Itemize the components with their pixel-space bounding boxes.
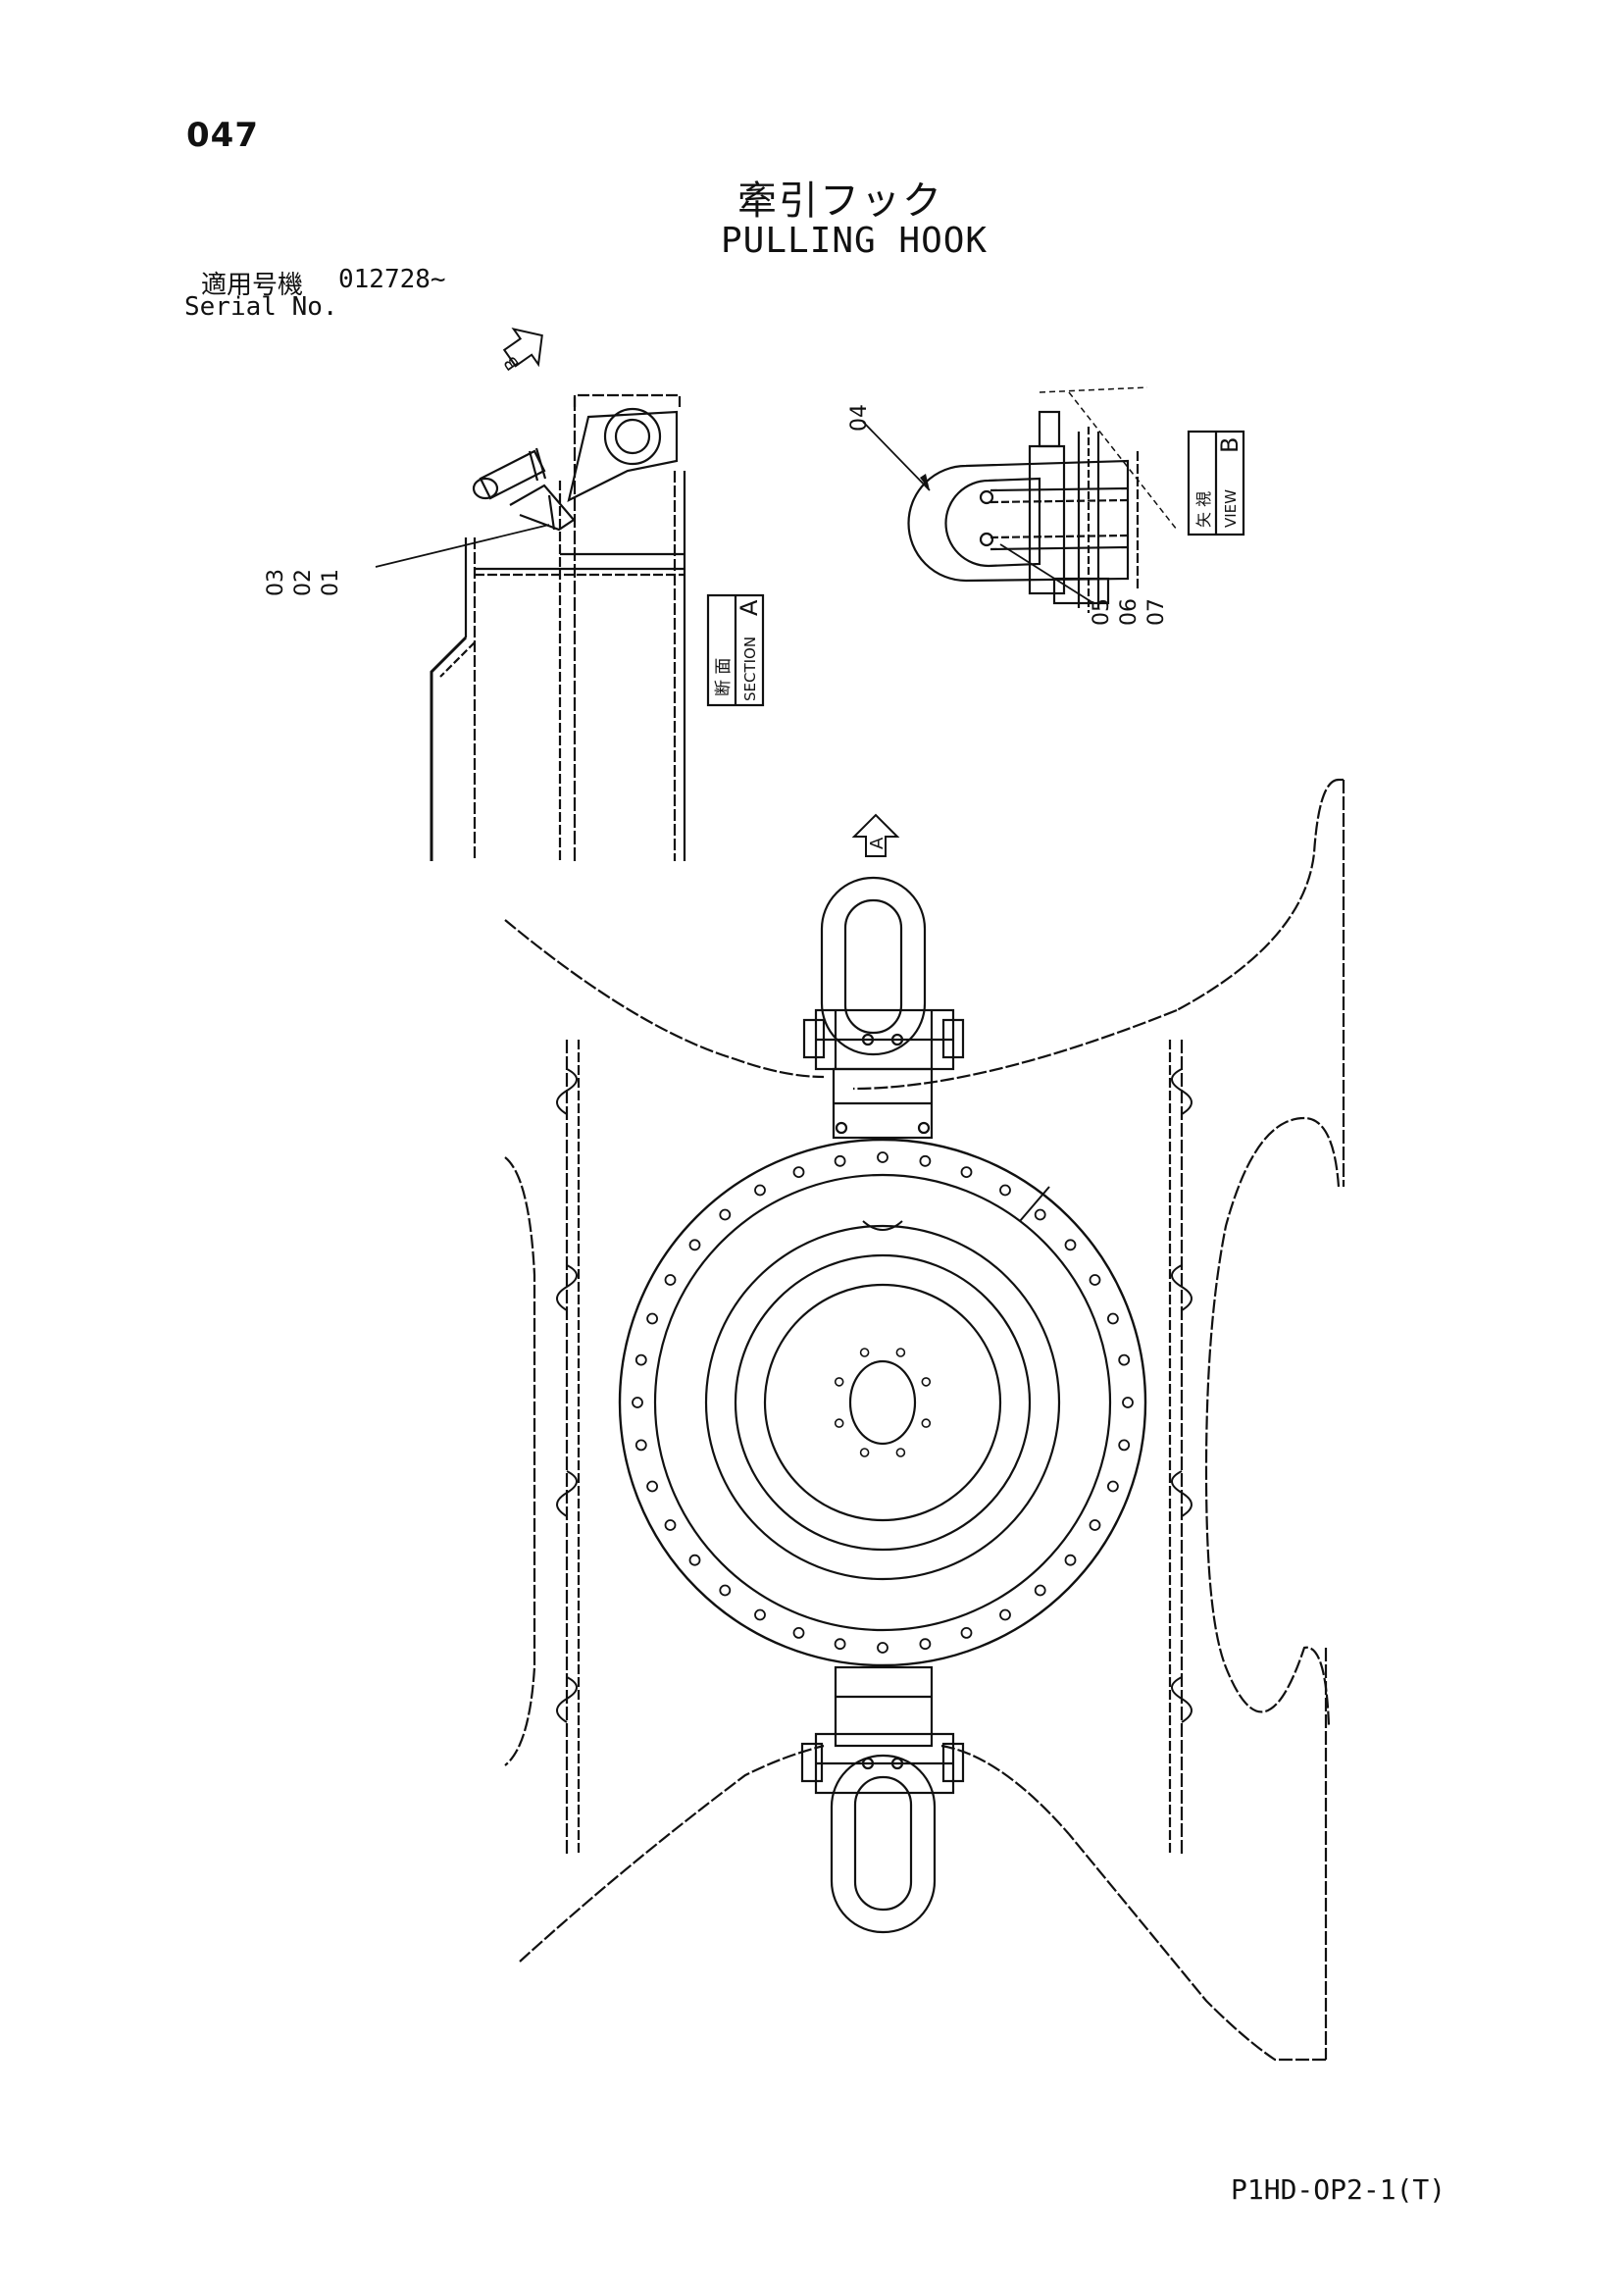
bolt-hole: [1034, 1208, 1046, 1221]
view-b-detail: [862, 386, 1245, 613]
callout-04: 04: [847, 404, 872, 432]
bolt-hole: [1122, 1397, 1134, 1408]
section-a-arrow-letter: A: [867, 837, 888, 849]
bolt-hole: [664, 1274, 677, 1286]
bolt-hole: [1118, 1439, 1131, 1452]
center-bolt-holes: [834, 1348, 932, 1457]
bolt-hole: [1034, 1584, 1046, 1597]
bolt-hole: [1064, 1554, 1077, 1566]
bolt-hole: [754, 1184, 766, 1197]
view-box-label-jp: 矢 視: [1194, 491, 1213, 528]
view-box-label-en: VIEW: [1222, 489, 1240, 528]
callout-01: 01: [319, 569, 343, 596]
bolt-hole: [999, 1184, 1011, 1197]
bolt-hole: [646, 1312, 658, 1325]
callout-02: 02: [291, 569, 316, 596]
bolt-hole: [646, 1480, 658, 1493]
center-hole: [834, 1418, 844, 1428]
callout-03: 03: [264, 569, 288, 596]
main-plan-view: [504, 778, 1345, 2062]
callout-05: 05: [1090, 598, 1114, 626]
serial-label-japanese: 適用号機: [201, 271, 304, 300]
bolt-hole: [1089, 1274, 1101, 1286]
bolt-hole: [999, 1608, 1011, 1621]
bolt-hole: [834, 1638, 846, 1651]
bolt-hole: [688, 1554, 701, 1566]
title-english: PULLING HOOK: [721, 221, 989, 261]
bolt-hole: [1107, 1480, 1119, 1493]
callout-07: 07: [1144, 598, 1169, 626]
view-b-arrow: [502, 327, 543, 368]
view-b-arrow-letter: B: [500, 352, 524, 374]
bolt-hole: [632, 1397, 643, 1408]
bolt-hole: [960, 1627, 973, 1639]
section-box-label-jp: 断 面: [714, 658, 734, 696]
bolt-hole: [719, 1208, 732, 1221]
page-number: 047: [186, 116, 259, 155]
bolt-hole: [634, 1353, 647, 1366]
bolt-hole: [719, 1584, 732, 1597]
bolt-hole: [688, 1239, 701, 1251]
section-box-label-en: SECTION: [741, 637, 759, 701]
bolt-hole: [1107, 1312, 1119, 1325]
bolt-hole: [960, 1166, 973, 1178]
section-box-letter: A: [736, 599, 763, 616]
section-a-detail: [375, 393, 765, 861]
center-hole: [834, 1377, 844, 1387]
center-hole: [921, 1377, 932, 1387]
title-japanese: 牽引フック: [737, 179, 943, 224]
bolt-hole: [919, 1638, 932, 1651]
serial-value: 012728~: [338, 265, 446, 294]
footer-drawing-code: P1HD-OP2-1(T): [1231, 2173, 1446, 2206]
bolt-hole: [792, 1166, 805, 1178]
center-hole: [895, 1348, 906, 1357]
bolt-hole: [1064, 1239, 1077, 1251]
center-hole: [859, 1448, 870, 1457]
bolt-hole: [1118, 1353, 1131, 1366]
flange-bolt-holes: [632, 1151, 1134, 1654]
center-hole: [895, 1448, 906, 1457]
bolt-hole: [919, 1154, 932, 1167]
center-hole: [921, 1418, 932, 1428]
bolt-hole: [1089, 1519, 1101, 1531]
bolt-hole: [877, 1642, 888, 1654]
serial-label-english: Serial No.: [184, 292, 338, 322]
view-box-letter: B: [1216, 437, 1243, 453]
bolt-hole: [634, 1439, 647, 1452]
bolt-hole: [877, 1151, 888, 1163]
bolt-hole: [834, 1154, 846, 1167]
bolt-hole: [754, 1608, 766, 1621]
callout-06: 06: [1117, 598, 1142, 626]
bolt-hole: [664, 1519, 677, 1531]
section-a-arrow: [851, 813, 900, 857]
center-hole: [859, 1348, 870, 1357]
bolt-hole: [792, 1627, 805, 1639]
